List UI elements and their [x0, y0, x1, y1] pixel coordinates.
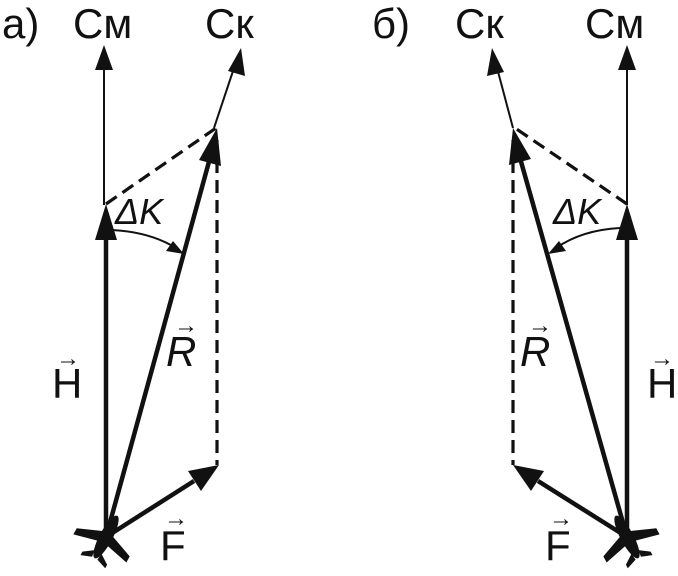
panel-a-deviation-label: ΔK	[114, 191, 165, 232]
panel-a-vector-f-overarrow: →	[164, 505, 188, 532]
panel-a-vector-r	[103, 157, 213, 538]
panel-a-vector-h-arrowhead	[95, 204, 117, 240]
panel-a-vector-r-label: R	[166, 328, 196, 375]
panel-b-vector-h-arrowhead	[616, 204, 638, 240]
panel-b-compass-meridian-label: Ск	[455, 0, 504, 47]
panel-b-deviation-arc-arrowhead	[548, 241, 566, 254]
panel-b-vector-h-overarrow: →	[650, 345, 674, 372]
panel-b-magnetic-meridian-label: См	[585, 0, 644, 47]
panel-b-vector-r-arrowhead	[509, 128, 531, 165]
panel-b-vector-r-label: R	[520, 328, 550, 375]
panel-b-compass-meridian-arrowhead	[487, 48, 504, 76]
panel-a-vector-f-arrowhead	[188, 465, 219, 491]
panel-b-label: б)	[372, 0, 410, 47]
panel-b-compass-meridian-line	[495, 63, 514, 129]
panel-b-deviation-label: ΔK	[552, 191, 603, 232]
panel-a-vector-r-arrowhead	[199, 128, 221, 166]
panel-b: б) Ск См ΔK H → R → F →	[372, 0, 677, 569]
panel-b-vector-f	[536, 479, 629, 539]
panel-b-magnetic-meridian-arrowhead	[618, 45, 636, 70]
panel-a-aircraft-icon	[73, 515, 130, 569]
panel-a-magnetic-meridian-arrowhead	[95, 45, 113, 70]
panel-a-vector-f	[104, 479, 196, 539]
panel-a-label: а)	[2, 0, 39, 47]
panel-a-compass-meridian-line	[213, 61, 237, 129]
panel-a-magnetic-meridian-label: См	[73, 0, 132, 47]
panel-a-vector-r-overarrow: →	[174, 312, 198, 339]
panel-a-dashed-top-line	[105, 126, 217, 206]
panel-b-vector-r	[517, 157, 630, 538]
panel-a-vector-h-overarrow: →	[56, 345, 80, 372]
panel-a-deviation-arc-arrowhead	[166, 241, 184, 254]
panel-b-vector-f-arrowhead	[513, 465, 544, 491]
panel-b-vector-f-label: F	[545, 522, 571, 569]
panel-a-compass-meridian-arrowhead	[228, 48, 245, 76]
panel-a: а) См Ск ΔK H → R → F →	[2, 0, 254, 569]
panel-a-vector-h-label: H	[52, 360, 82, 407]
panel-b-vector-h-label: H	[647, 360, 677, 407]
panel-b-vector-r-overarrow: →	[528, 312, 552, 339]
panel-a-deviation-arc	[111, 229, 177, 249]
panel-b-vector-f-overarrow: →	[549, 505, 573, 532]
panel-b-aircraft-icon	[603, 515, 660, 569]
panel-a-vector-f-label: F	[160, 522, 186, 569]
panel-b-dashed-top-line	[514, 126, 628, 206]
panel-a-compass-meridian-label: Ск	[205, 0, 254, 47]
